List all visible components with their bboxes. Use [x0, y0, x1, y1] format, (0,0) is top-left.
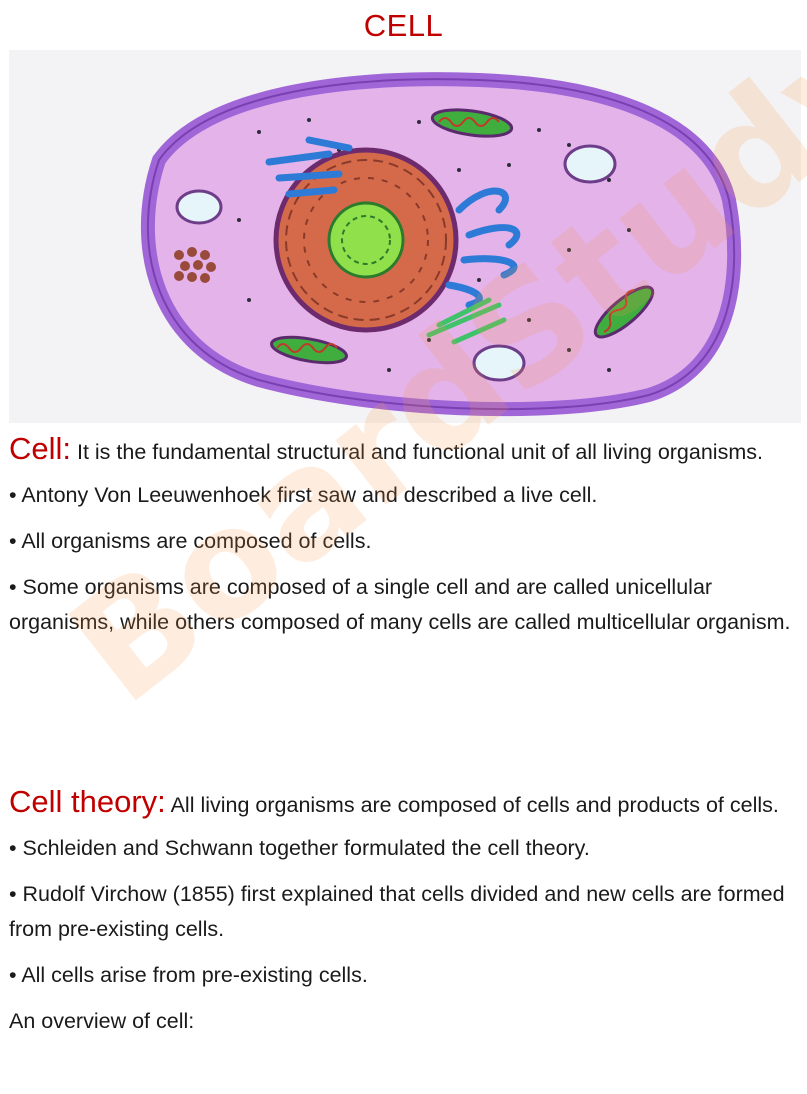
smooth-er	[426, 297, 507, 345]
endoplasmic-reticulum	[445, 187, 521, 309]
list-item: • Schleiden and Schwann together formula…	[9, 836, 590, 860]
overview-label: An overview of cell:	[9, 1009, 195, 1033]
vacuole	[175, 189, 223, 225]
theory-definition-text: All living organisms are composed of cel…	[165, 793, 779, 817]
nucleolus	[327, 201, 405, 279]
cell-theory-section: Cell theory: All living organisms are co…	[9, 784, 799, 1039]
list-item: • All organisms are composed of cells.	[9, 529, 372, 553]
cytoplasm-granules	[237, 118, 631, 372]
cell-section: Cell: It is the fundamental structural a…	[9, 431, 799, 640]
cell-heading: Cell:	[9, 431, 72, 466]
golgi-body	[265, 136, 353, 198]
vacuole	[472, 344, 526, 382]
lysosome-cluster	[174, 247, 216, 283]
theory-definition: Cell theory: All living organisms are co…	[9, 784, 799, 823]
page-title: CELL	[363, 8, 444, 43]
cell-theory-heading: Cell theory:	[9, 784, 166, 819]
cell-definition: Cell: It is the fundamental structural a…	[9, 431, 799, 470]
cell-diagram-image	[9, 50, 801, 423]
cell-definition-text: It is the fundamental structural and fun…	[71, 440, 763, 464]
list-item: • Some organisms are composed of a singl…	[9, 575, 791, 634]
list-item: • Antony Von Leeuwenhoek first saw and d…	[9, 483, 598, 507]
mitochondria	[270, 108, 655, 365]
vacuole	[563, 144, 617, 184]
list-item: • All cells arise from pre-existing cell…	[9, 963, 368, 987]
list-item: • Rudolf Virchow (1855) first explained …	[9, 882, 785, 941]
cell-illustration	[140, 72, 742, 417]
